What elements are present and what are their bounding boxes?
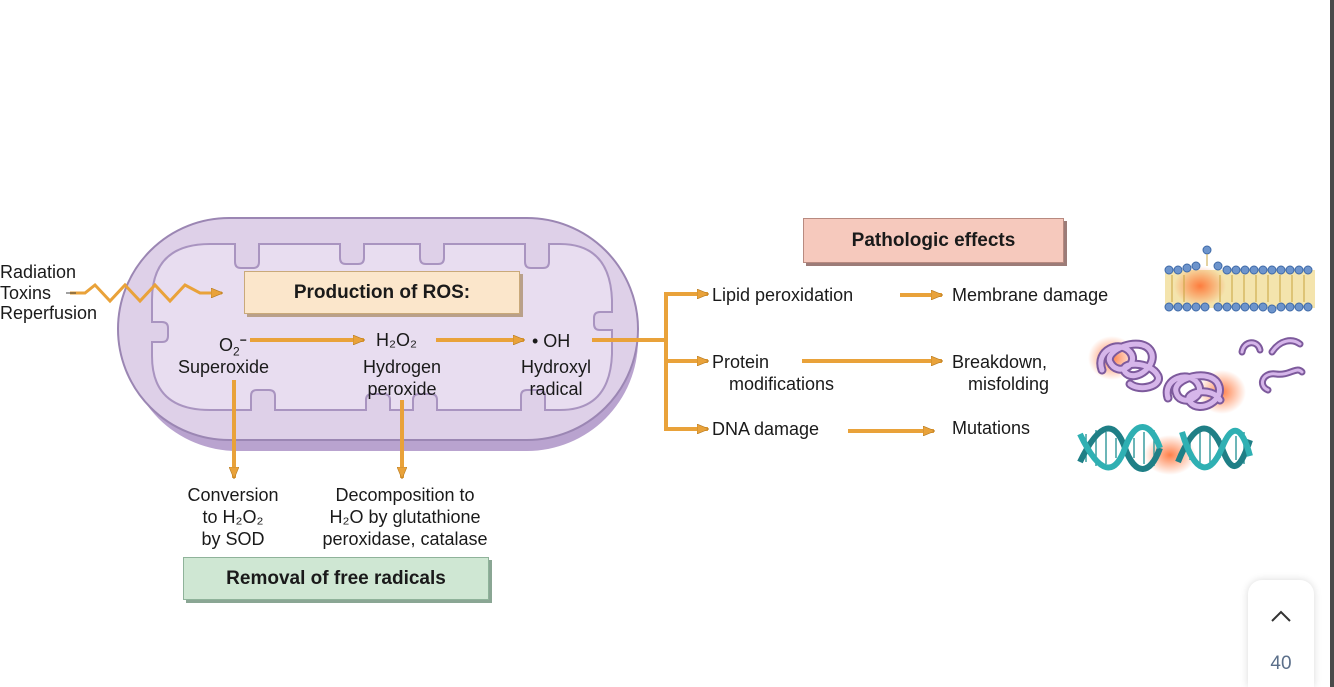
hydrogen-peroxide-label-line1: Hydrogen xyxy=(362,357,442,377)
hydrogen-peroxide-symbol: H₂O₂ xyxy=(376,330,417,350)
stimulus-reperfusion: Reperfusion xyxy=(0,303,98,323)
sod-text-line1: Conversion xyxy=(187,485,279,505)
page-number: 40 xyxy=(1270,653,1292,674)
stimulus-radiation: Radiation xyxy=(0,262,77,282)
result-membrane-damage: Membrane damage xyxy=(952,285,1109,305)
hydroxyl-label-line2: radical xyxy=(529,379,583,399)
effect-protein-line2: modifications xyxy=(729,374,835,394)
pathologic-effects-box: Pathologic effects xyxy=(803,218,1064,263)
hydrogen-peroxide-label-line2: peroxide xyxy=(367,379,437,399)
stimulus-arrow xyxy=(70,282,222,304)
stimulus-toxins: Toxins xyxy=(0,283,52,303)
catalase-text-line3: peroxidase, catalase xyxy=(322,529,488,549)
superoxide-symbol: O2− xyxy=(219,333,247,359)
superoxide-label: Superoxide xyxy=(178,357,270,377)
result-mutations: Mutations xyxy=(952,418,1031,438)
effect-dna-damage: DNA damage xyxy=(712,419,820,439)
misfolded-protein-illustration xyxy=(1088,336,1306,414)
result-breakdown-line1: Breakdown, xyxy=(952,352,1048,372)
sod-text-line3: by SOD xyxy=(201,529,265,549)
hydroxyl-symbol: • OH xyxy=(532,331,571,351)
dna-helix-illustration xyxy=(1077,424,1253,475)
membrane-illustration xyxy=(1164,245,1315,314)
catalase-text-line1: Decomposition to xyxy=(335,485,475,505)
effect-protein-line1: Protein xyxy=(712,352,770,372)
production-of-ros-box: Production of ROS: xyxy=(244,271,520,314)
removal-of-free-radicals-box: Removal of free radicals xyxy=(183,557,489,600)
hydroxyl-label-line1: Hydroxyl xyxy=(520,357,591,377)
window-edge xyxy=(1330,0,1334,687)
result-breakdown-line2: misfolding xyxy=(968,374,1050,394)
effects-branch-arrows xyxy=(592,294,708,430)
scroll-to-top-button[interactable] xyxy=(1267,602,1295,630)
catalase-text-line2: H₂O by glutathione xyxy=(329,507,481,527)
sod-text-line2: to H₂O₂ xyxy=(202,507,264,527)
page-scroll-widget: 40 xyxy=(1248,580,1314,687)
effect-lipid-peroxidation: Lipid peroxidation xyxy=(712,285,854,305)
chevron-up-icon xyxy=(1271,610,1291,622)
